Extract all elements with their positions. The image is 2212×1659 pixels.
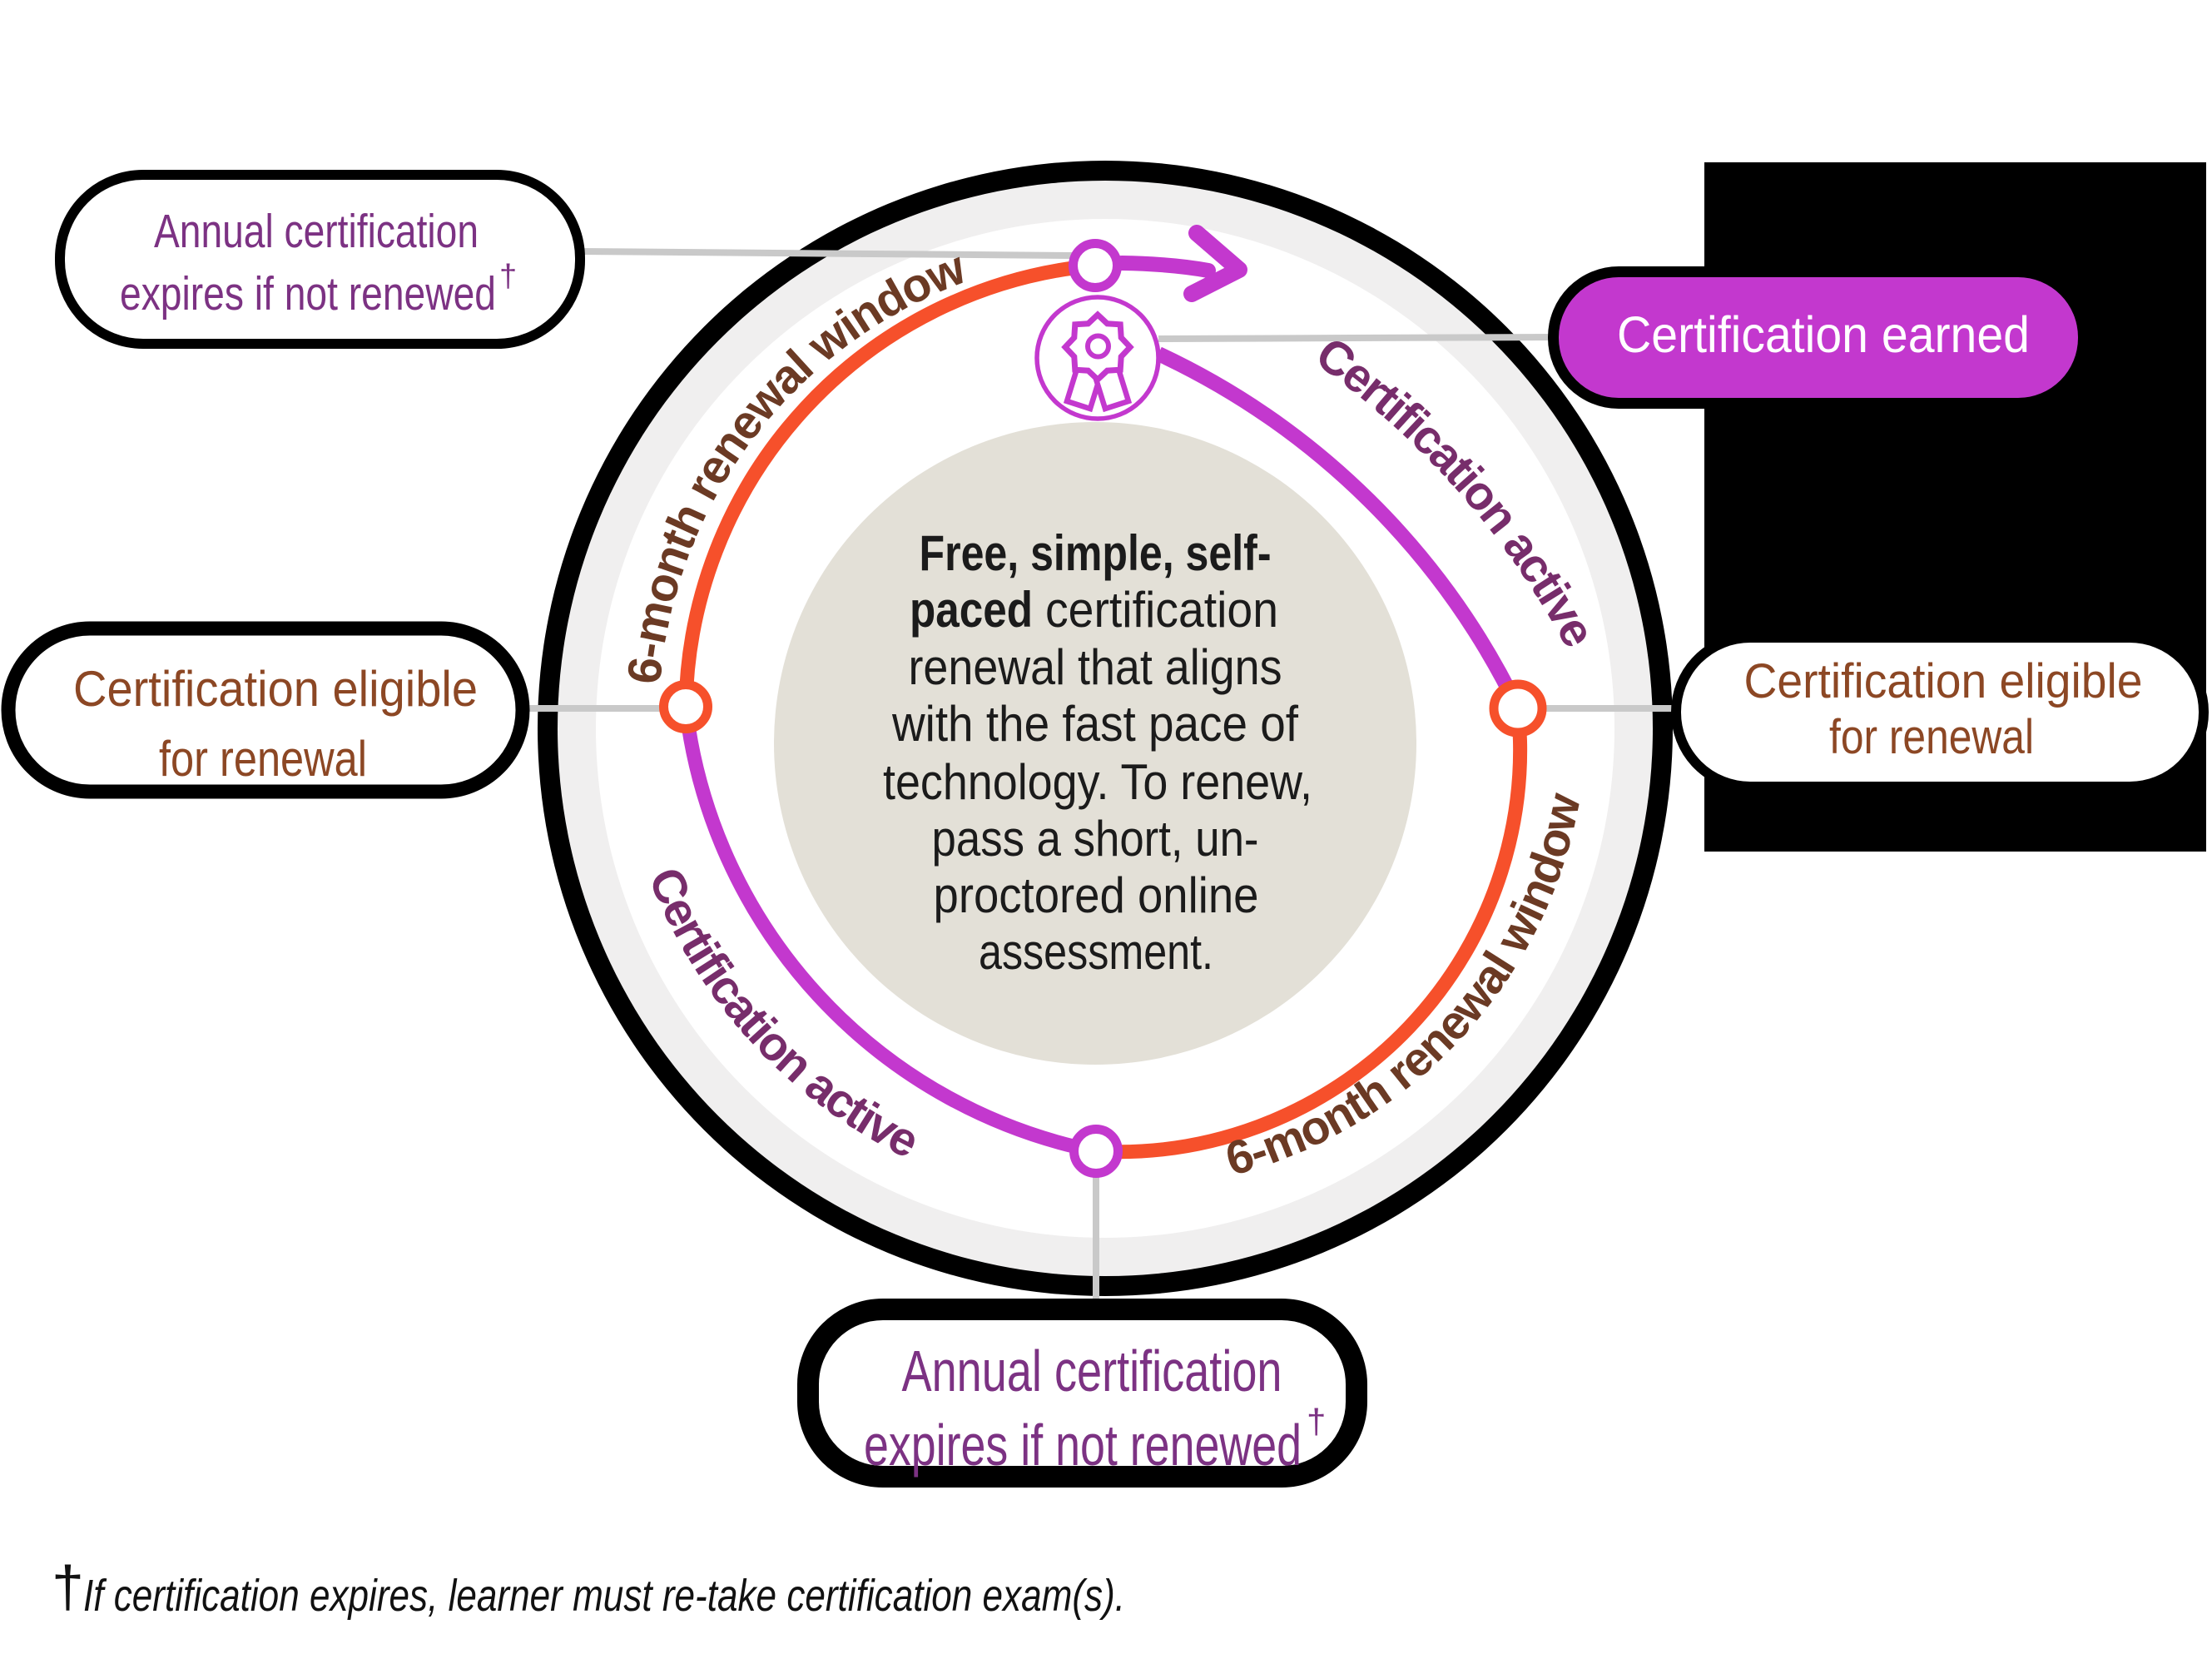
svg-text:for renewal: for renewal xyxy=(1829,710,2034,764)
svg-text:Annual certification: Annual certification xyxy=(902,1339,1282,1403)
svg-text:certification: certification xyxy=(1045,582,1278,638)
svg-text:†: † xyxy=(1307,1402,1326,1441)
svg-text:renewal that aligns: renewal that aligns xyxy=(909,639,1282,695)
svg-text:paced: paced xyxy=(910,582,1033,638)
svg-text:for renewal: for renewal xyxy=(159,731,367,787)
svg-text:Certification eligible: Certification eligible xyxy=(1744,654,2143,708)
svg-text:Certification eligible: Certification eligible xyxy=(73,661,478,717)
svg-text:pass a short, un-: pass a short, un- xyxy=(932,811,1259,867)
svg-text:Annual certification: Annual certification xyxy=(154,205,479,258)
svg-text:Free, simple, self-: Free, simple, self- xyxy=(920,525,1272,581)
svg-text:assessment.: assessment. xyxy=(979,924,1213,980)
svg-text:proctored online: proctored online xyxy=(934,867,1259,923)
svg-text:expires if not renewed: expires if not renewed xyxy=(120,267,496,320)
svg-text:†: † xyxy=(52,1554,84,1619)
svg-text:If certification expires, lear: If certification expires, learner must r… xyxy=(83,1571,1125,1621)
svg-text:Certification earned: Certification earned xyxy=(1617,306,2030,363)
svg-text:†: † xyxy=(499,259,517,294)
svg-text:with the fast pace of: with the fast pace of xyxy=(891,696,1298,752)
svg-text:technology. To renew,: technology. To renew, xyxy=(883,754,1312,810)
svg-text:expires if not renewed: expires if not renewed xyxy=(864,1413,1302,1478)
